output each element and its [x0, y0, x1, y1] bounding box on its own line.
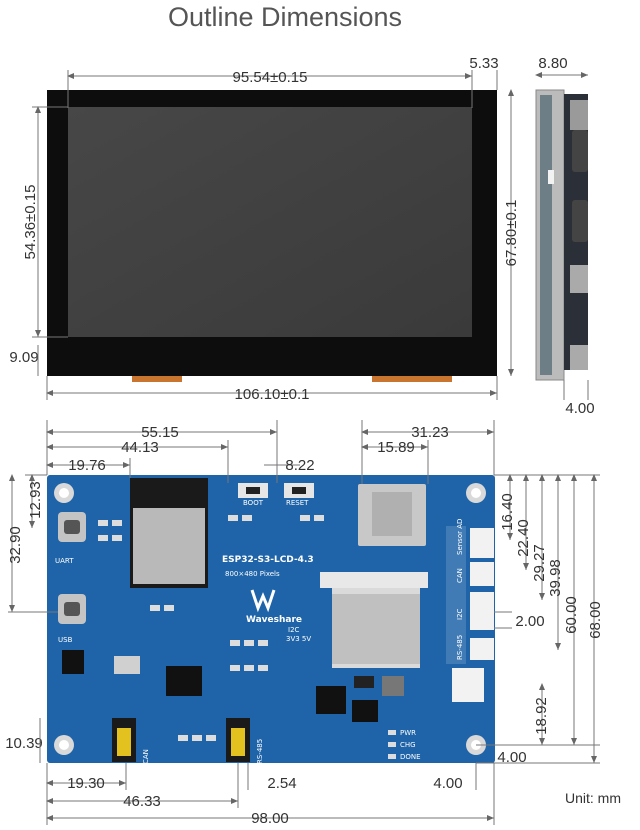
dim-bottom-margin: 9.09	[9, 349, 38, 366]
header-can	[470, 562, 494, 586]
svg-text:3V3 5V: 3V3 5V	[286, 635, 311, 643]
dim-depth: 8.80	[538, 55, 567, 72]
svg-text:15.89: 15.89	[377, 439, 415, 456]
svg-text:2.54: 2.54	[267, 775, 296, 792]
svg-text:UART: UART	[55, 557, 74, 565]
brand-label: Waveshare	[246, 615, 302, 625]
svg-text:19.30: 19.30	[67, 775, 105, 792]
dim-width: 95.54±0.15	[233, 69, 308, 86]
svg-text:46.33: 46.33	[123, 793, 161, 810]
svg-text:USB: USB	[58, 636, 73, 644]
svg-text:55.15: 55.15	[141, 424, 179, 441]
svg-text:800×480 Pixels: 800×480 Pixels	[225, 570, 280, 578]
dim-side-bottom: 4.00	[565, 400, 594, 417]
dim-outer-width: 106.10±0.1	[235, 386, 310, 403]
svg-text:68.00: 68.00	[587, 601, 604, 639]
svg-text:29.27: 29.27	[531, 544, 548, 582]
board-name: ESP32-S3-LCD-4.3	[222, 555, 314, 565]
svg-text:8.22: 8.22	[285, 457, 314, 474]
lcd-active-area	[68, 107, 472, 337]
svg-text:2.00: 2.00	[515, 613, 544, 630]
svg-text:CHG: CHG	[400, 741, 416, 749]
ic-chip	[166, 666, 202, 696]
header-i2c	[470, 592, 494, 630]
svg-text:10.39: 10.39	[5, 735, 43, 752]
svg-text:39.98: 39.98	[547, 559, 564, 597]
svg-text:CAN: CAN	[456, 568, 464, 583]
svg-text:18.92: 18.92	[533, 697, 550, 735]
svg-text:12.93: 12.93	[27, 481, 44, 519]
svg-text:I2C: I2C	[456, 608, 464, 620]
waveshare-logo-icon	[250, 589, 276, 613]
svg-text:BOOT: BOOT	[243, 499, 264, 507]
dim-height: 54.36±0.15	[22, 185, 39, 260]
dim-outer-height: 67.80±0.1	[503, 200, 520, 267]
svg-text:RESET: RESET	[286, 499, 309, 507]
header-power	[452, 668, 484, 702]
svg-text:RS-485: RS-485	[456, 635, 464, 660]
fpc-connector	[320, 572, 428, 588]
svg-text:31.23: 31.23	[411, 424, 449, 441]
svg-text:19.76: 19.76	[68, 457, 106, 474]
lcd-side-view	[535, 89, 588, 381]
lcd-front-view	[47, 90, 497, 382]
svg-text:Sensor AD: Sensor AD	[456, 519, 464, 555]
svg-text:PWR: PWR	[400, 729, 416, 737]
dim-right-margin: 5.33	[469, 55, 498, 72]
svg-text:98.00: 98.00	[251, 810, 289, 827]
svg-text:60.00: 60.00	[563, 596, 580, 634]
svg-text:44.13: 44.13	[121, 439, 159, 456]
svg-text:32.90: 32.90	[7, 526, 24, 564]
svg-text:DONE: DONE	[400, 753, 421, 761]
page-title: Outline Dimensions	[167, 2, 403, 32]
svg-text:RS-485: RS-485	[256, 739, 264, 764]
unit-label: Unit: mm	[565, 790, 621, 806]
svg-text:4.00: 4.00	[433, 775, 462, 792]
svg-text:I2C: I2C	[288, 626, 300, 634]
pcb-board: UART USB BOOT RESET Sensor AD CAN I2C RS…	[47, 475, 495, 764]
svg-text:4.00: 4.00	[497, 749, 526, 766]
header-sensor	[470, 528, 494, 558]
svg-text:16.40: 16.40	[499, 493, 516, 531]
svg-text:22.40: 22.40	[515, 519, 532, 557]
header-rs485	[470, 638, 494, 660]
svg-text:CAN: CAN	[142, 749, 150, 764]
